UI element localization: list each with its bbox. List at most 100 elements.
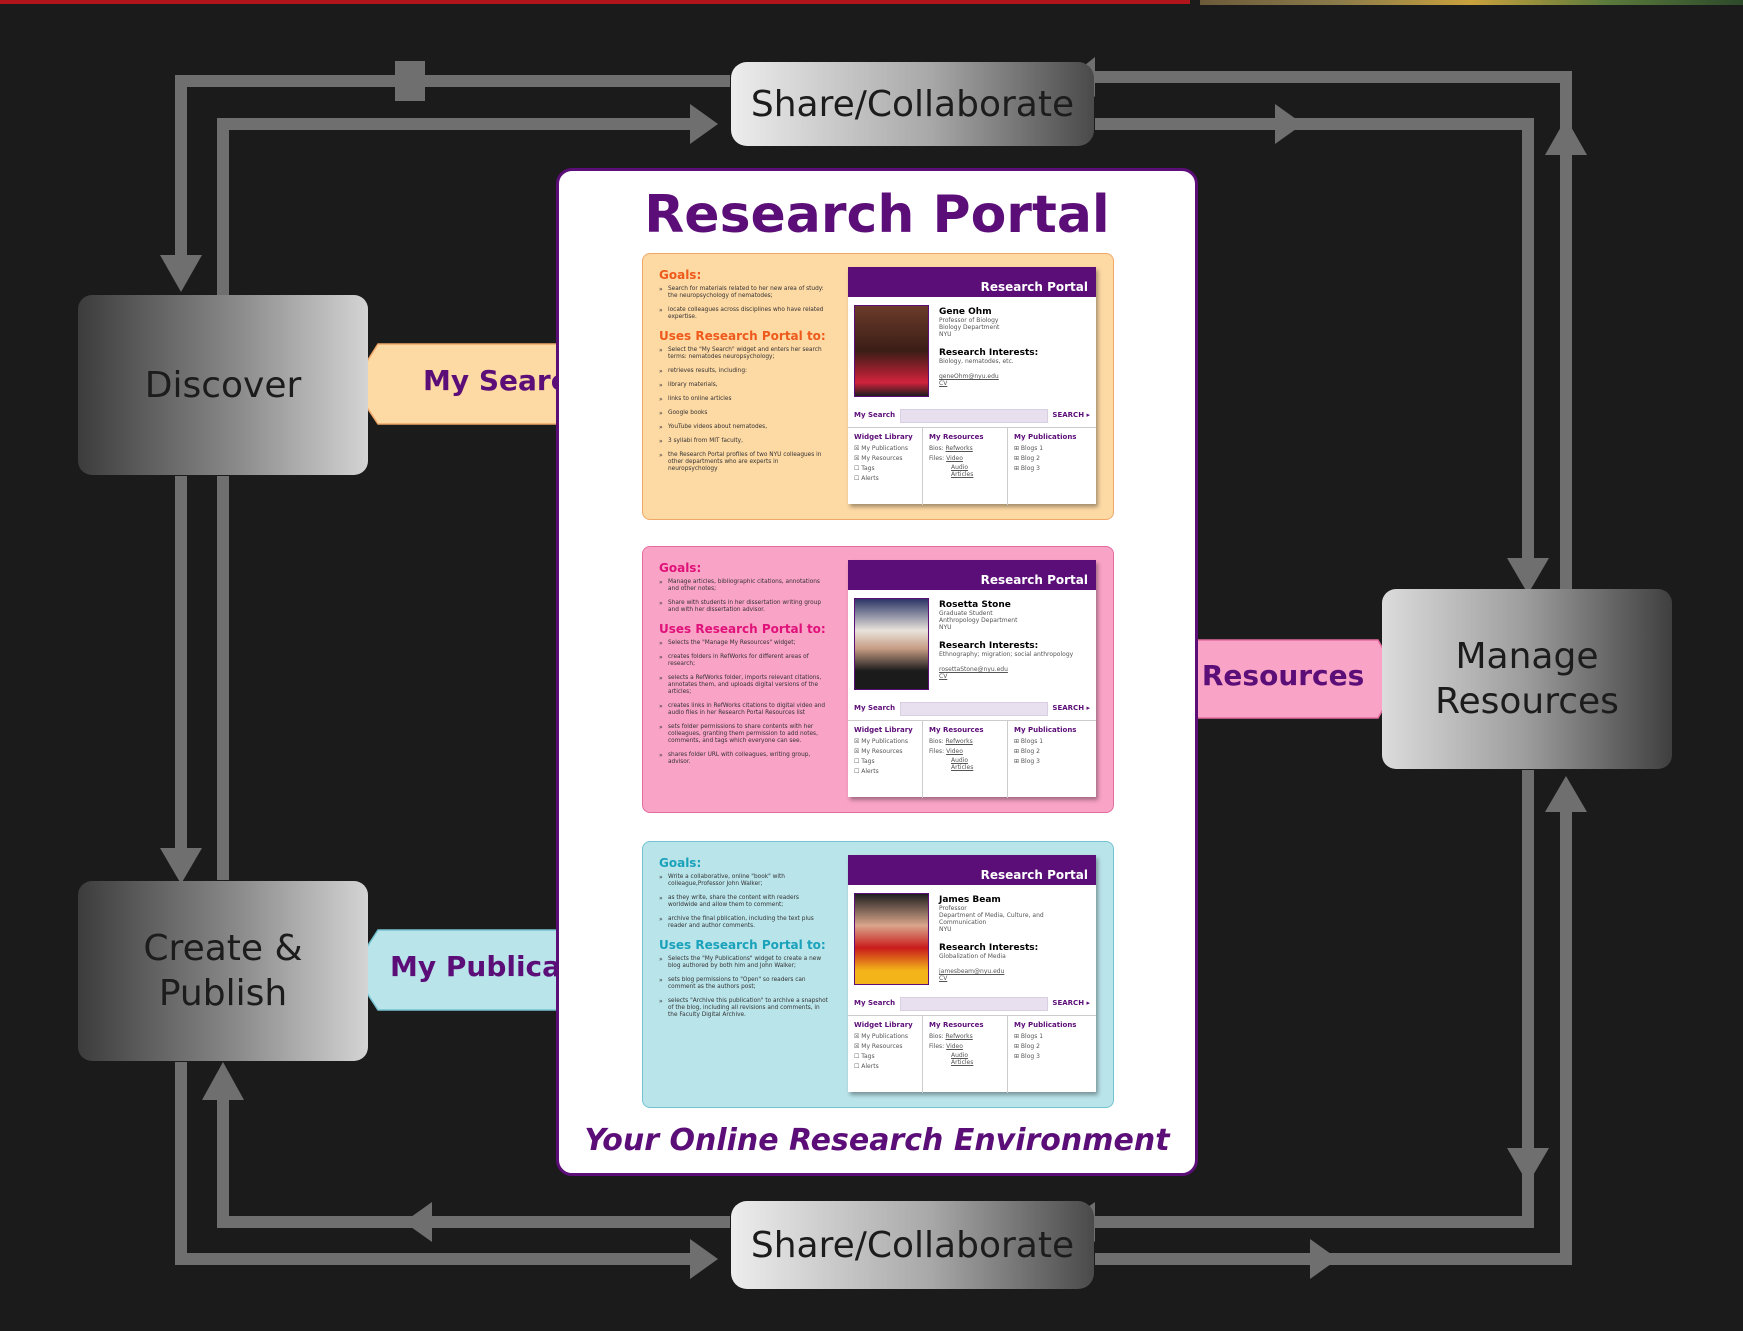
files-link-video[interactable]: Video xyxy=(946,1043,963,1050)
widget-library-item[interactable]: ☒ My Resources xyxy=(854,748,903,755)
widget-library-item[interactable]: ☒ My Publications xyxy=(854,1033,908,1040)
card-search-input[interactable] xyxy=(900,997,1048,1011)
files-row-3: Articles xyxy=(929,764,1007,771)
files-link-articles[interactable]: Articles xyxy=(951,764,974,771)
manage-resources-node: Manage Resources xyxy=(1382,589,1672,769)
profile-title: Professor of Biology xyxy=(939,317,999,324)
research-interests: Biology, nematodes, etc. xyxy=(939,358,1014,365)
share-collaborate-top-node: Share/Collaborate xyxy=(731,62,1094,146)
profile-cv-link[interactable]: CV xyxy=(939,975,948,982)
goal-item: Manage articles, bibliographic citations… xyxy=(659,579,829,593)
publication-item[interactable]: ⊞ Blogs 1 xyxy=(1014,1033,1044,1040)
files-link-video[interactable]: Video xyxy=(946,748,963,755)
files-link-articles[interactable]: Articles xyxy=(951,1059,974,1066)
bios-label: Bios: xyxy=(929,1033,944,1040)
share-collaborate-bottom-node: Share/Collaborate xyxy=(731,1201,1094,1289)
card-search-input[interactable] xyxy=(900,702,1048,716)
use-item: selects "Archive this publication" to ar… xyxy=(659,998,829,1019)
panel-publications: Goals:Write a collaborative, online "boo… xyxy=(642,841,1114,1108)
widget-library-item[interactable]: ☒ My Resources xyxy=(854,455,903,462)
widget-library-item[interactable]: ☐ Alerts xyxy=(854,1063,879,1070)
publication-item[interactable]: ⊞ Blog 2 xyxy=(1014,455,1040,462)
card-search-input[interactable] xyxy=(900,409,1048,423)
widget-library-title: Widget Library xyxy=(854,726,913,734)
files-link-audio[interactable]: Audio xyxy=(951,1052,969,1059)
uses-list: Selects the "Manage My Resources" widget… xyxy=(659,640,829,766)
profile-email-link[interactable]: geneOhm@nyu.edu xyxy=(939,373,999,380)
uses-title: Uses Research Portal to: xyxy=(659,938,826,952)
arrow-bottom-outer-left xyxy=(217,1085,730,1228)
bios-row: Bios: Refworks xyxy=(929,1032,1007,1042)
widget-library-item[interactable]: ☒ My Publications xyxy=(854,738,908,745)
widget-library-column: Widget Library☒ My Publications☒ My Reso… xyxy=(848,428,923,505)
widget-library-item[interactable]: ☐ Tags xyxy=(854,465,875,472)
widget-library-item[interactable]: ☒ My Publications xyxy=(854,445,908,452)
share-top-label: Share/Collaborate xyxy=(750,83,1075,125)
goal-item: as they write, share the content with re… xyxy=(659,895,829,909)
panel-text: Goals:Search for materials related to he… xyxy=(659,268,829,481)
card-search-row: My Search SEARCH ▸ xyxy=(854,997,1090,1011)
widget-library-item[interactable]: ☐ Alerts xyxy=(854,768,879,775)
goal-item: archive the final pblication, including … xyxy=(659,916,829,930)
arrow-bottom-right-inner xyxy=(1095,770,1534,1228)
create-publish-label: Create & Publish xyxy=(143,928,303,1014)
profile-cv-link[interactable]: CV xyxy=(939,380,948,387)
profile-name: James Beam xyxy=(939,895,1001,905)
arrow-top-left xyxy=(175,75,730,255)
profile-photo xyxy=(854,893,929,985)
files-label: Files: xyxy=(929,1043,945,1050)
files-row: Files: Video xyxy=(929,747,1007,757)
profile-email-link[interactable]: rosettaStone@nyu.edu xyxy=(939,666,1008,673)
goal-item: locate colleagues across disciplines who… xyxy=(659,307,829,321)
bios-link[interactable]: Refworks xyxy=(945,738,973,745)
use-item: selects a RefWorks folder, imports relev… xyxy=(659,675,829,696)
my-publications-title: My Publications xyxy=(1014,433,1077,441)
files-link-audio[interactable]: Audio xyxy=(951,464,969,471)
arrowhead-7 xyxy=(160,848,202,884)
files-link-articles[interactable]: Articles xyxy=(951,471,974,478)
widget-library-item[interactable]: ☐ Tags xyxy=(854,1053,875,1060)
card-search-button[interactable]: SEARCH ▸ xyxy=(1052,411,1090,419)
files-link-video[interactable]: Video xyxy=(946,455,963,462)
profile-name: Gene Ohm xyxy=(939,307,992,317)
profile-department: Biology Department xyxy=(939,324,1000,331)
publication-item[interactable]: ⊞ Blog 3 xyxy=(1014,758,1040,765)
profile-cv-link[interactable]: CV xyxy=(939,673,948,680)
bios-link[interactable]: Refworks xyxy=(945,445,973,452)
card-widget-columns: Widget Library☒ My Publications☒ My Reso… xyxy=(848,1015,1096,1093)
files-link-audio[interactable]: Audio xyxy=(951,757,969,764)
publication-item[interactable]: ⊞ Blog 2 xyxy=(1014,1043,1040,1050)
my-publications-column: My Publications ⊞ Blogs 1 ⊞ Blog 2 ⊞ Blog 3 xyxy=(1008,428,1096,505)
card-header: Research Portal xyxy=(848,560,1096,590)
publication-item[interactable]: ⊞ Blog 3 xyxy=(1014,465,1040,472)
widget-library-item[interactable]: ☐ Alerts xyxy=(854,475,879,482)
card-widget-columns: Widget Library ☒ My Publications ☒ My Reso… xyxy=(848,720,1096,798)
widget-library-column: Widget Library ☒ My Publications ☒ My Reso… xyxy=(848,721,923,798)
card-search-label: My Search xyxy=(854,999,896,1007)
top-image-strip xyxy=(1200,0,1743,5)
profile-email-link[interactable]: jamesbeam@nyu.edu xyxy=(939,968,1005,975)
files-row-2: Audio xyxy=(929,1052,1007,1059)
card-search-button[interactable]: SEARCH ▸ xyxy=(1052,704,1090,712)
profile-photo xyxy=(854,598,929,690)
profile-institution: NYU xyxy=(939,624,952,631)
uses-list: Select the "My Search" widget and enters… xyxy=(659,347,829,473)
arrowhead-3 xyxy=(395,61,425,101)
publication-item[interactable]: ⊞ Blogs 1 xyxy=(1014,445,1044,452)
publication-item[interactable]: ⊞ Blog 2 xyxy=(1014,748,1040,755)
files-row-2: Audio xyxy=(929,757,1007,764)
widget-library-item[interactable]: ☐ Tags xyxy=(854,758,875,765)
bios-label: Bios: xyxy=(929,445,944,452)
publication-item[interactable]: ⊞ Blog 3 xyxy=(1014,1053,1040,1060)
publication-item[interactable]: ⊞ Blogs 1 xyxy=(1014,738,1044,745)
profile-institution: NYU xyxy=(939,331,952,338)
research-interests-title: Research Interests: xyxy=(939,641,1039,651)
manage-resources-label: Manage Resources xyxy=(1435,636,1619,722)
card-search-button[interactable]: SEARCH ▸ xyxy=(1052,999,1090,1007)
widget-library-column: Widget Library☒ My Publications☒ My Reso… xyxy=(848,1016,923,1093)
bios-link[interactable]: Refworks xyxy=(945,1033,973,1040)
goals-list: Search for materials related to her new … xyxy=(659,286,829,321)
widget-library-item[interactable]: ☒ My Resources xyxy=(854,1043,903,1050)
